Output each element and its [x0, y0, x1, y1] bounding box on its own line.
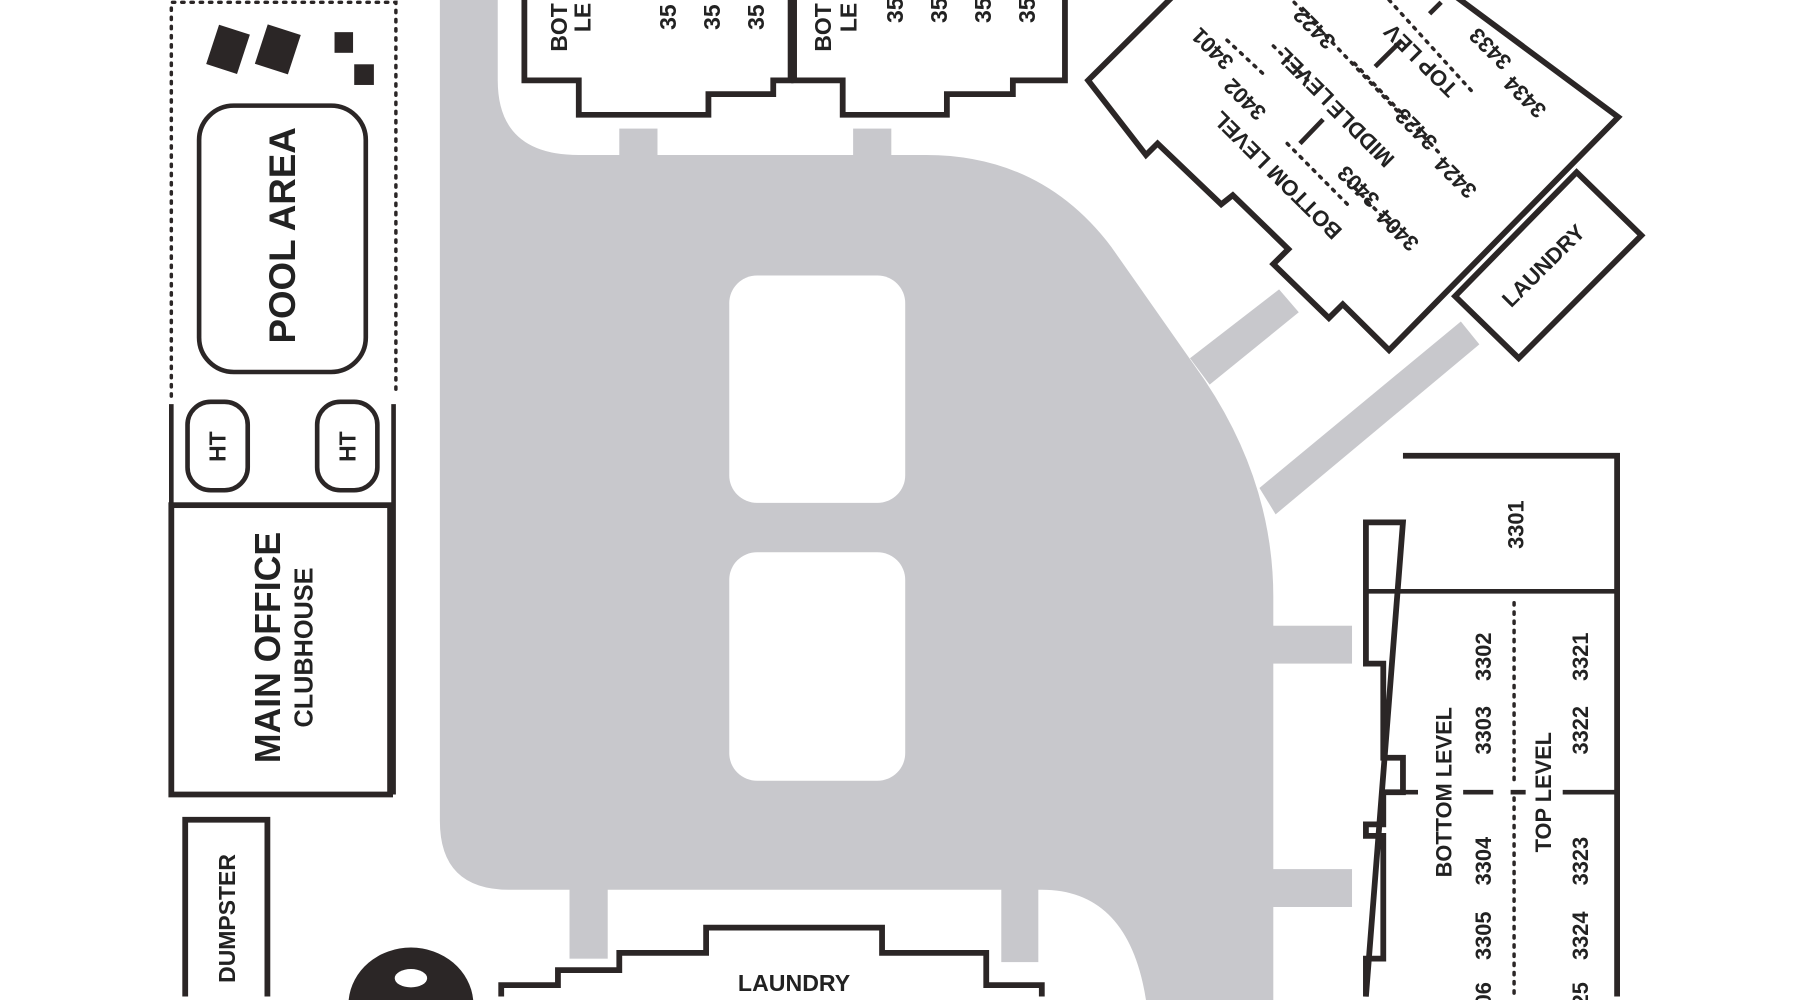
unit-number: 3321 — [1568, 632, 1593, 681]
pool-area: POOL AREA — [169, 0, 398, 398]
level-label: LE — [569, 3, 595, 32]
top-building-right: BOT LE 35 35 35 35 — [791, 0, 1068, 118]
dumpster: DUMPSTER — [182, 816, 271, 997]
laundry-label: LAUNDRY — [738, 970, 850, 996]
unit-number: 35 — [743, 4, 769, 30]
unit-number: 35 — [655, 4, 681, 30]
lounge-chair-icon — [206, 24, 374, 85]
unit-number: 3305 — [1471, 911, 1496, 960]
level-label: BOTTOM LEVEL — [1431, 707, 1456, 877]
level-label: LE — [836, 3, 862, 32]
hot-tub-label: HT — [334, 431, 360, 462]
office-subtitle: CLUBHOUSE — [290, 568, 318, 728]
clubhouse: HT HT MAIN OFFICE CLUBHOUSE — [168, 399, 396, 798]
hot-tub — [185, 399, 251, 493]
unit-number: 3323 — [1568, 837, 1593, 886]
office-title: MAIN OFFICE — [248, 532, 288, 763]
unit-number: 06 — [1471, 982, 1496, 1000]
unit-number: 3302 — [1471, 632, 1496, 681]
unit-number: 35 — [1014, 0, 1040, 23]
parking-lot — [439, 0, 1480, 1000]
unit-number: 3324 — [1568, 911, 1593, 960]
parking-island — [729, 552, 906, 781]
unit-number: 35 — [882, 0, 908, 23]
unit-number: 25 — [1568, 982, 1593, 1000]
unit-number: 35 — [970, 0, 996, 23]
unit-number: 35 — [926, 0, 952, 23]
unit-number: 3304 — [1471, 836, 1496, 885]
unit-number: 3301 — [1503, 500, 1528, 549]
level-label: TOP LEVEL — [1531, 732, 1556, 852]
bottom-building: LAUNDRY — [498, 924, 1045, 997]
main-office — [168, 502, 393, 798]
level-label: BOT — [546, 3, 572, 51]
level-label: BOT — [810, 3, 836, 51]
pool-area-label: POOL AREA — [262, 127, 303, 343]
parking-island — [729, 275, 906, 503]
unit-number: 3322 — [1568, 706, 1593, 755]
unit-number: 35 — [699, 4, 725, 30]
pool — [196, 103, 369, 375]
hot-tub — [314, 399, 380, 493]
building-3300: 3301 BOTTOM LEVEL TOP LEVEL 3302 3303 33… — [1363, 452, 1620, 1000]
building-3400: 3401 3402 3403 3404 3422 3423 3424 3433 … — [1084, 0, 1646, 363]
hot-tub-label: HT — [205, 431, 231, 462]
dumpster-label: DUMPSTER — [214, 854, 240, 983]
top-building-left: BOT LE 35 35 35 — [521, 0, 794, 118]
unit-number: 3303 — [1471, 706, 1496, 755]
